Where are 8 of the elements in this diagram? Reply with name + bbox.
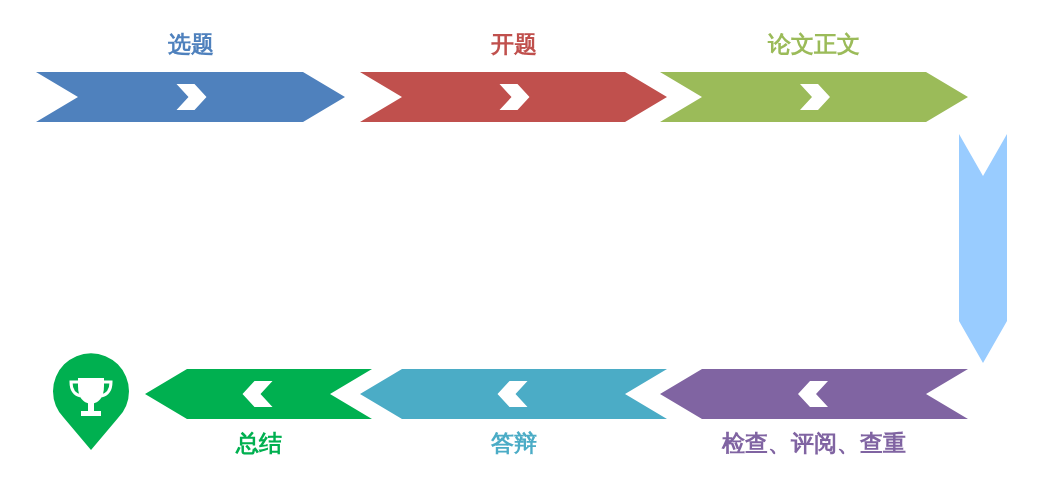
trophy-pin-icon: [52, 352, 130, 450]
step-label: 选题: [167, 30, 214, 59]
step-label: 开题: [490, 30, 537, 59]
step-label: 论文正文: [768, 30, 860, 59]
step-label: 答辩: [490, 429, 537, 458]
step-label: 总结: [235, 429, 282, 458]
down-chevron-arrow: [959, 134, 1007, 363]
step-label: 检查、评阅、查重: [722, 429, 906, 458]
